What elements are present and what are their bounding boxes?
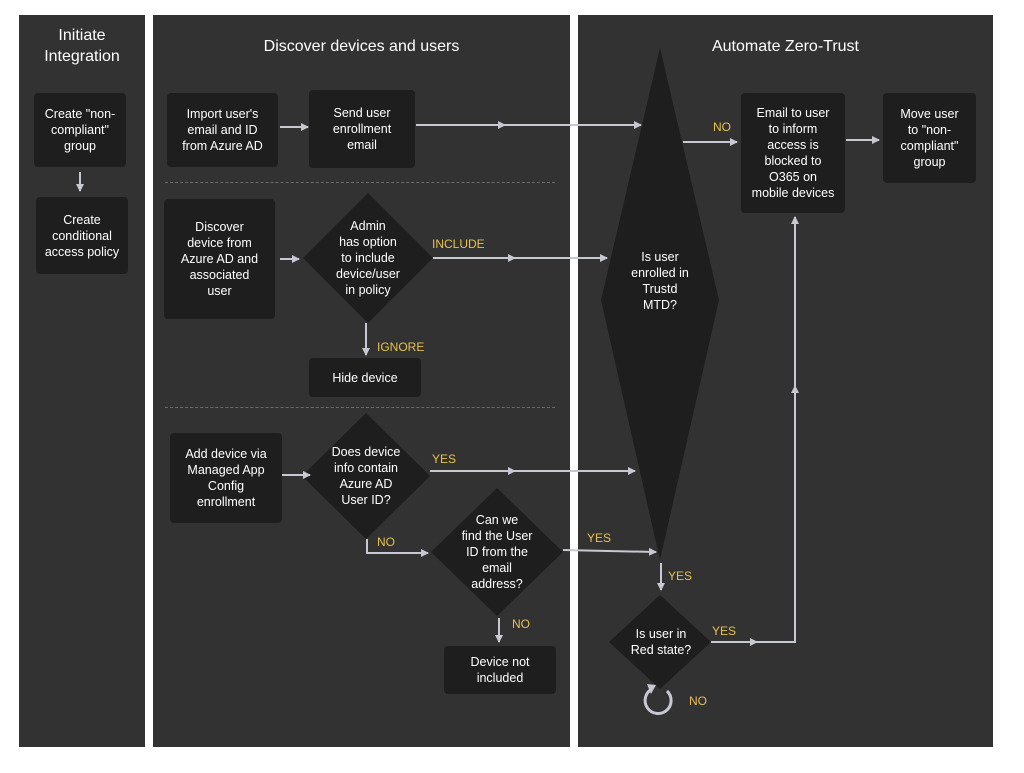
edge-label-enrolled-no: NO — [713, 120, 731, 134]
edge-label-red-no: NO — [689, 694, 707, 708]
edge-label-find-user-no: NO — [512, 617, 530, 631]
lane-title-automate: Automate Zero-Trust — [711, 38, 859, 55]
user-enrolled-decision-text: Is user enrolled in Trustd MTD? — [631, 250, 689, 312]
import-user-step: Import user's email and ID from Azure AD — [167, 93, 278, 167]
device-not-included-step: Device not included — [444, 646, 556, 694]
section-divider — [165, 182, 555, 183]
create-noncompliant-group-step: Create "non- compliant" group — [34, 93, 126, 167]
loop-arrow-icon — [643, 687, 673, 715]
create-conditional-access-policy-step: Create conditional access policy — [36, 197, 128, 274]
lane-title-discover: Discover devices and users — [263, 38, 460, 55]
red-state-decision-text: Is user in Red state? — [630, 627, 692, 657]
move-user-step: Move user to "non- compliant" group — [883, 93, 976, 183]
edge-label-find-user-yes: YES — [587, 531, 612, 545]
decision-device-info-shape — [302, 413, 430, 539]
edge-label-device-info-yes: YES — [432, 452, 457, 466]
edge-label-enrolled-yes: YES — [668, 569, 693, 583]
edge-label-red-yes: YES — [712, 624, 737, 638]
decision-find-user-shape — [431, 488, 563, 616]
decision-red-state-shape — [609, 595, 711, 689]
lane-title-initiate: Initiate Integration — [44, 27, 120, 65]
admin-option-decision-text: Admin has option to include device/user … — [336, 219, 400, 297]
hide-device-step: Hide device — [309, 358, 421, 397]
loop-arrowhead — [647, 684, 656, 694]
connector — [757, 391, 796, 643]
connector — [366, 539, 429, 557]
edge-label-ignore: IGNORE — [377, 340, 425, 354]
section-divider — [165, 407, 555, 408]
edge-label-device-info-no: NO — [377, 535, 395, 549]
email-user-step: Email to user to inform access is blocke… — [741, 93, 845, 213]
decision-admin-option-shape — [303, 193, 433, 323]
device-info-decision-text: Does device info contain Azure AD User I… — [331, 445, 401, 507]
send-enrollment-email-step: Send user enrollment email — [309, 90, 415, 168]
find-user-decision-text: Can we find the User ID from the email a… — [461, 513, 533, 591]
decision-user-enrolled-shape — [601, 48, 719, 560]
discover-device-step: Discover device from Azure AD and associ… — [164, 199, 275, 319]
add-device-step: Add device via Managed App Config enroll… — [170, 433, 282, 523]
connector — [562, 547, 657, 556]
edge-label-include: INCLUDE — [432, 237, 485, 251]
